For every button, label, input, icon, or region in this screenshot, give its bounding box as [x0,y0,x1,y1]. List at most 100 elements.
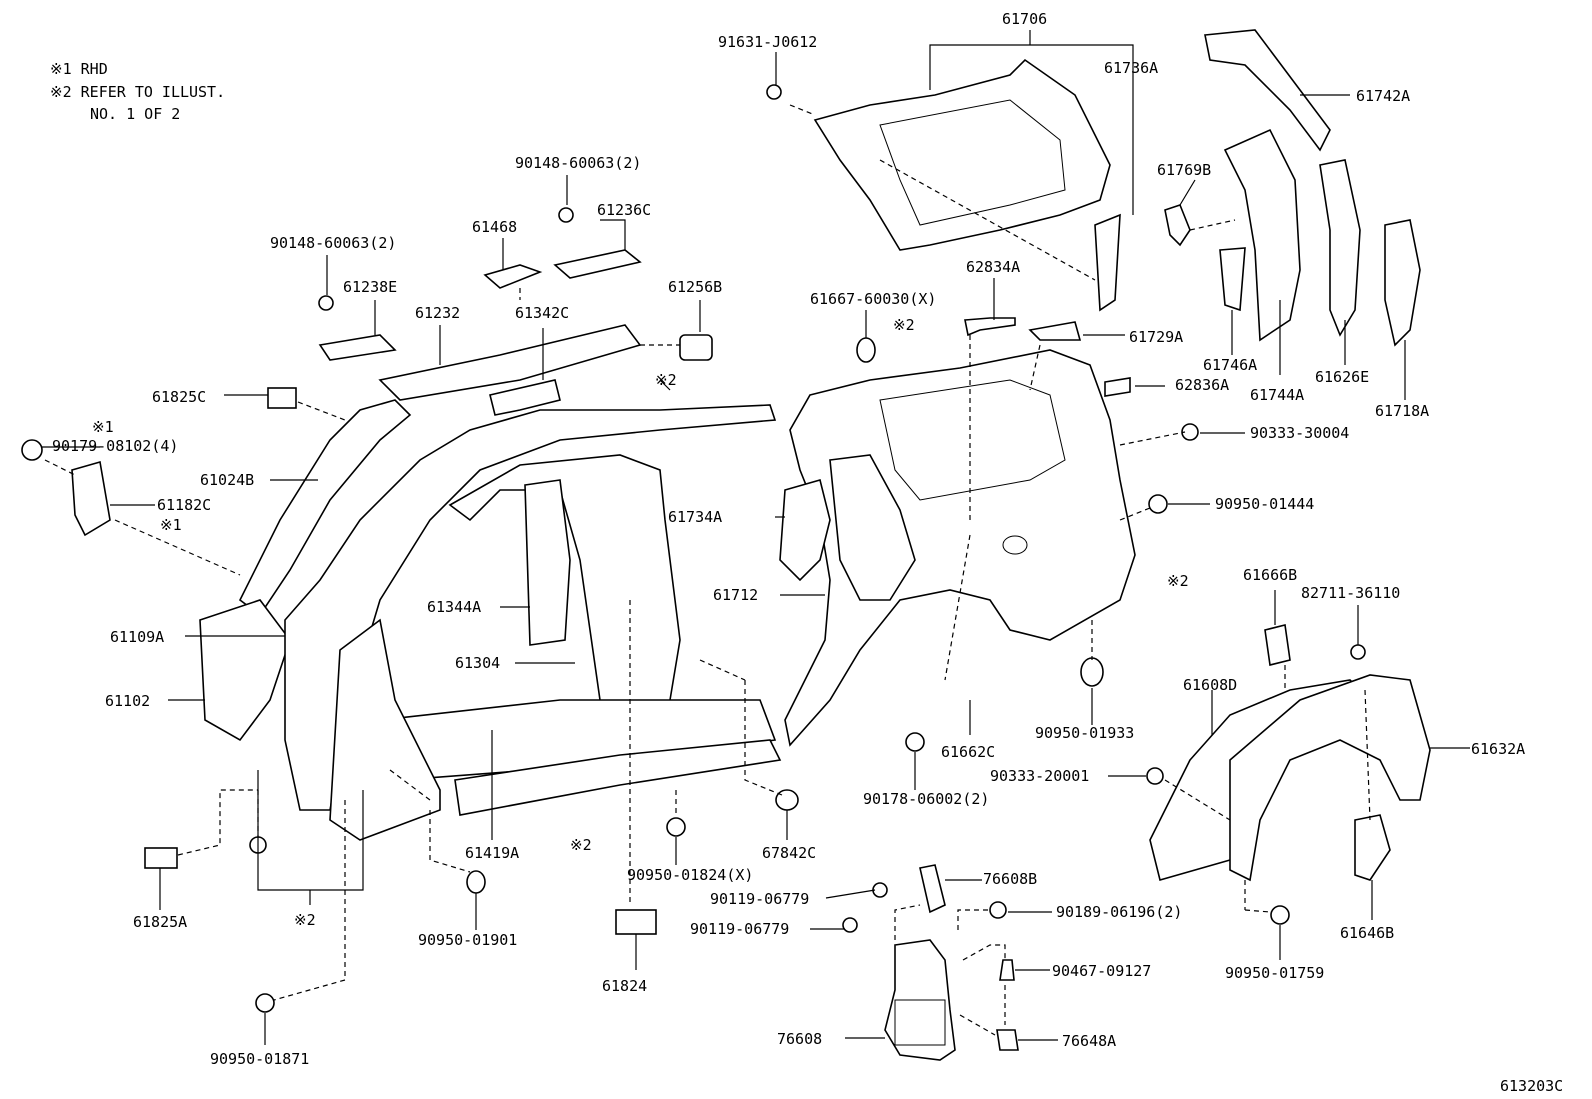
wheelhouse-61632A[interactable] [1229,674,1431,882]
pillar-reinforcement-61736A[interactable] [1094,213,1121,312]
label-61608D[interactable]: 61608D [1183,676,1237,694]
bracket-76608B[interactable] [919,864,946,914]
seal-62834A[interactable] [964,317,1016,337]
quarter-panel-outer-61712[interactable] [784,349,1136,747]
label-61109A[interactable]: 61109A [110,628,164,646]
label-90333-30004[interactable]: 90333-30004 [1250,424,1349,442]
label-61102[interactable]: 61102 [105,692,150,710]
ref2-mark-e: ※2 [294,911,316,929]
label-90467-09127[interactable]: 90467-09127 [1052,962,1151,980]
ref2-mark-a: ※2 [893,316,915,334]
bracket-61666B[interactable] [1264,624,1291,666]
label-61706[interactable]: 61706 [1002,10,1047,28]
ref1-mark-a: ※1 [92,418,114,436]
label-76648A[interactable]: 76648A [1062,1032,1116,1050]
label-90333-20001[interactable]: 90333-20001 [990,767,1089,785]
label-90950-01824[interactable]: 90950-01824(X) [627,866,753,884]
label-61238E[interactable]: 61238E [343,278,397,296]
ref2-mark-d: ※2 [570,836,592,854]
label-61662C[interactable]: 61662C [941,743,995,761]
label-90189-06196[interactable]: 90189-06196(2) [1056,903,1182,921]
quarter-panel-inner-upper[interactable] [813,58,1111,251]
label-62836A[interactable]: 62836A [1175,376,1229,394]
label-90950-01759[interactable]: 90950-01759 [1225,964,1324,982]
label-61736A[interactable]: 61736A [1104,59,1158,77]
center-rail-61342C[interactable] [489,379,561,416]
pillar-61626E[interactable] [1319,159,1361,337]
label-61769B[interactable]: 61769B [1157,161,1211,179]
part-labels: 61706 91631-J0612 61736A 61742A 90148-60… [52,10,1563,1095]
label-76608[interactable]: 76608 [777,1030,822,1048]
bracket-61769B[interactable] [1164,204,1191,247]
plate-62836A[interactable] [1104,377,1131,397]
inner-panel-61734A[interactable] [779,479,831,582]
bracket-61468[interactable] [483,264,543,289]
label-61666B[interactable]: 61666B [1243,566,1297,584]
label-90119-06779-b[interactable]: 90119-06779 [690,920,789,938]
label-61626E[interactable]: 61626E [1315,368,1369,386]
label-61646B[interactable]: 61646B [1340,924,1394,942]
bracket-61238E[interactable] [318,334,397,361]
label-67842C[interactable]: 67842C [762,844,816,862]
label-61746A[interactable]: 61746A [1203,356,1257,374]
bracket-61236C[interactable] [553,249,642,279]
label-76608B[interactable]: 76608B [983,870,1037,888]
pillar-inner-61744A[interactable] [1223,128,1301,342]
label-61825C[interactable]: 61825C [152,388,206,406]
roof-rail-61232[interactable] [378,324,642,401]
illustration-id: 613203C [1500,1077,1563,1095]
label-61182C[interactable]: 61182C [157,496,211,514]
label-61824[interactable]: 61824 [602,977,647,995]
bracket-61729A[interactable] [1028,321,1082,341]
note-refer: ※2 REFER TO ILLUST. [50,83,225,101]
label-90179-08102[interactable]: 90179-08102(4) [52,437,178,455]
leader-lines [42,30,1470,1045]
label-61236C[interactable]: 61236C [597,201,651,219]
label-90148-60063-b[interactable]: 90148-60063(2) [270,234,396,252]
label-61712[interactable]: 61712 [713,586,758,604]
ref2-mark-b: ※2 [655,371,677,389]
pad-61256B[interactable] [679,334,713,361]
label-90178-06002[interactable]: 90178-06002(2) [863,790,989,808]
main-body-side-61102[interactable] [199,599,291,742]
note-rhd: ※1 RHD [50,60,108,78]
label-91631-J0612[interactable]: 91631-J0612 [718,33,817,51]
label-90950-01901[interactable]: 90950-01901 [418,931,517,949]
front-pillar-61024B[interactable] [238,399,412,617]
inner-reinforcement-61712a[interactable] [829,454,916,601]
label-61667-60030[interactable]: 61667-60030(X) [810,290,936,308]
label-82711-36110[interactable]: 82711-36110 [1301,584,1400,602]
ref1-mark-b: ※1 [160,516,182,534]
note-refer-no: NO. 1 OF 2 [90,105,180,123]
label-90148-60063-a[interactable]: 90148-60063(2) [515,154,641,172]
label-61232[interactable]: 61232 [415,304,460,322]
label-90119-06779-a[interactable]: 90119-06779 [710,890,809,908]
label-61342C[interactable]: 61342C [515,304,569,322]
label-90950-01871[interactable]: 90950-01871 [210,1050,309,1068]
label-61419A[interactable]: 61419A [465,844,519,862]
label-61734A[interactable]: 61734A [668,508,722,526]
center-pillar-61344A[interactable] [524,479,571,646]
ref2-mark-c: ※2 [1167,572,1189,590]
label-61825A[interactable]: 61825A [133,913,187,931]
label-61468[interactable]: 61468 [472,218,517,236]
label-61729A[interactable]: 61729A [1129,328,1183,346]
label-90950-01444[interactable]: 90950-01444 [1215,495,1314,513]
mudguard-76608[interactable] [884,939,956,1061]
label-61256B[interactable]: 61256B [668,278,722,296]
label-61304[interactable]: 61304 [455,654,500,672]
label-61632A[interactable]: 61632A [1471,740,1525,758]
label-61718A[interactable]: 61718A [1375,402,1429,420]
label-61742A[interactable]: 61742A [1356,87,1410,105]
label-61744A[interactable]: 61744A [1250,386,1304,404]
bracket-61646B[interactable] [1354,814,1391,881]
label-61344A[interactable]: 61344A [427,598,481,616]
label-61024B[interactable]: 61024B [200,471,254,489]
rocker-outer-61419A-b[interactable] [454,739,782,816]
label-90950-01933[interactable]: 90950-01933 [1035,724,1134,742]
front-lower-61102b[interactable] [329,618,441,841]
reinforcement-61746A[interactable] [1219,247,1246,312]
label-62834A[interactable]: 62834A [966,258,1020,276]
roof-side-rail-61742A[interactable] [1204,29,1331,152]
panel-61718A[interactable] [1384,219,1421,347]
